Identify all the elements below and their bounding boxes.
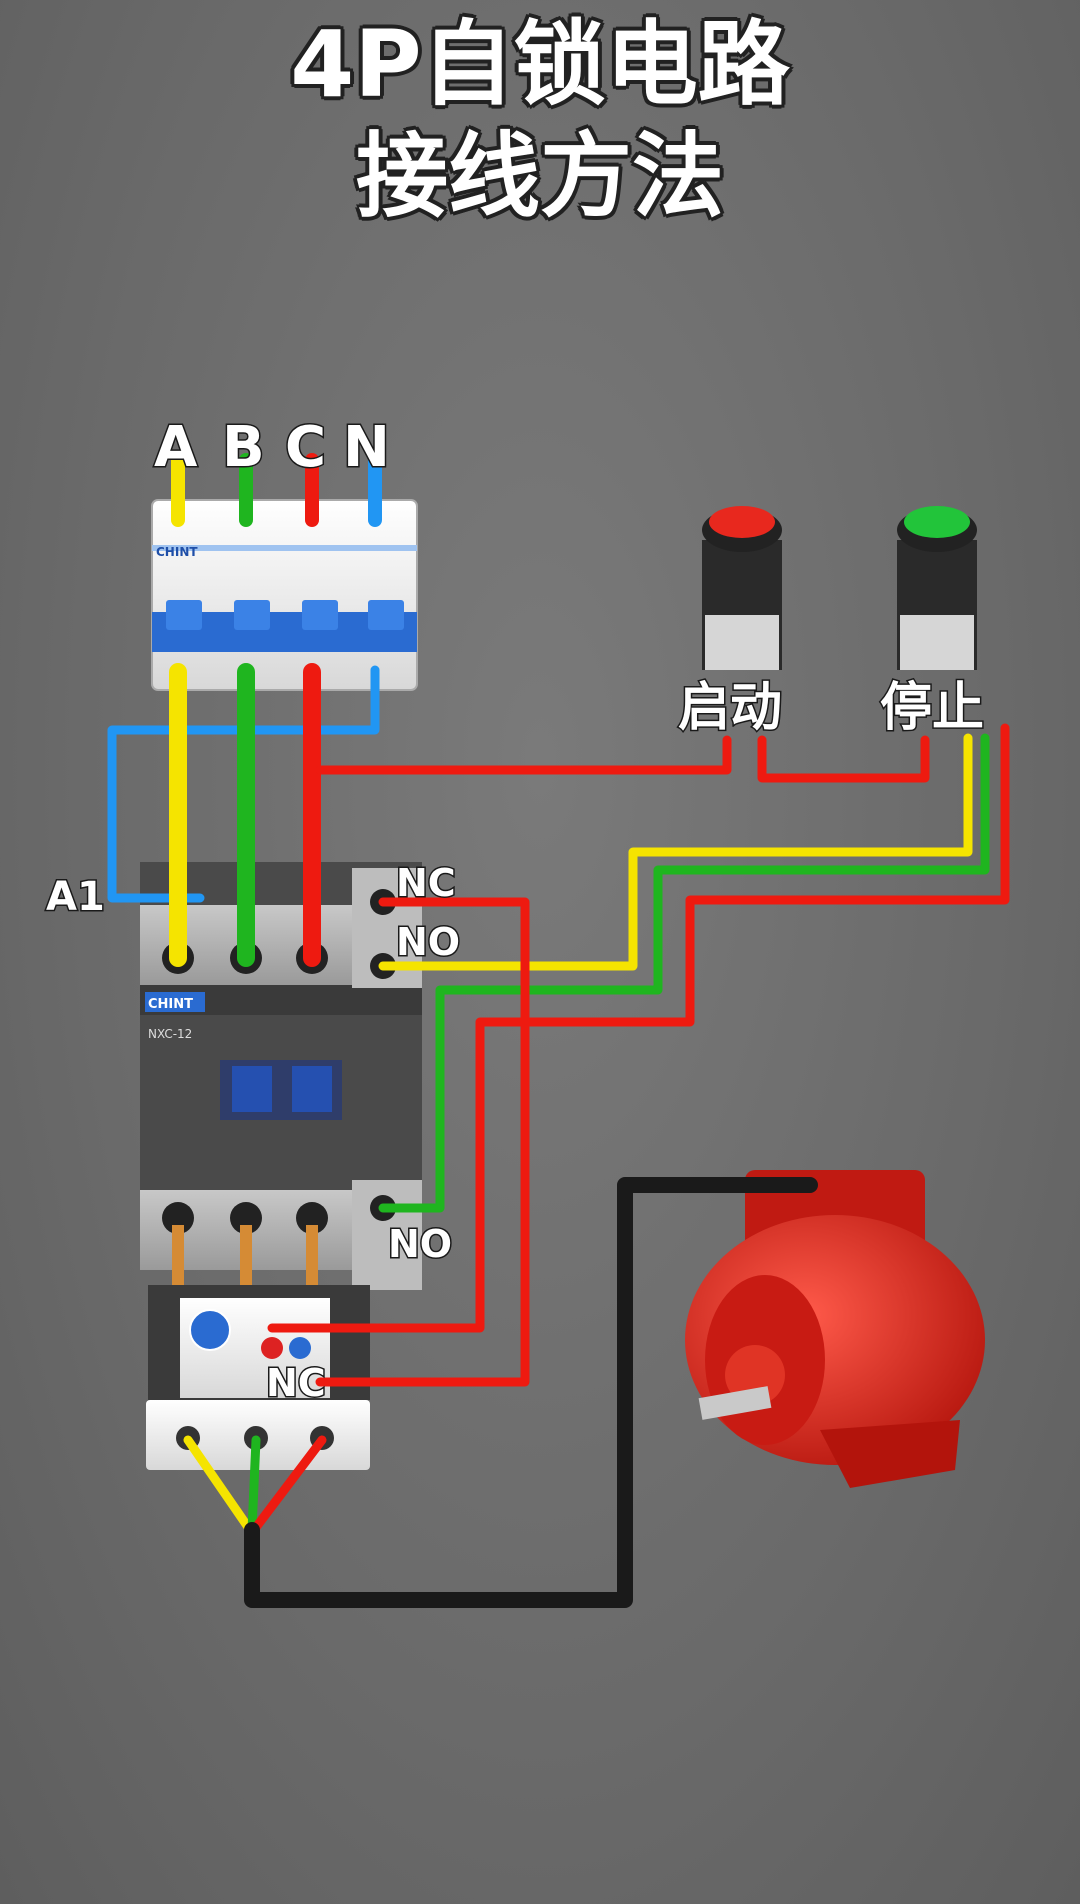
wire-relay-out-c: [249, 1435, 327, 1535]
motor-foot: [820, 1420, 960, 1488]
wire-no-bottom: [378, 733, 990, 1213]
breaker-body: [151, 499, 418, 691]
circuit-breaker: CHINT: [151, 499, 418, 691]
contactor-indicator-2: [292, 1066, 332, 1112]
motor: [685, 1170, 985, 1488]
wire-stop-relay-nc: [267, 723, 1010, 1333]
wire-c-start: [315, 735, 732, 775]
contactor-indicator-1: [232, 1066, 272, 1112]
relay-test-button: [261, 1337, 283, 1359]
breaker-label-strip: [152, 545, 417, 551]
label-neutral: N: [343, 415, 390, 480]
wire-relay-out-b: [247, 1435, 261, 1535]
label-contactor-nc: NC: [396, 861, 456, 905]
stop-button-contact-block: [900, 615, 974, 670]
breaker-handle-4: [368, 600, 404, 630]
relay-reset-button: [289, 1337, 311, 1359]
stop-button-cap: [904, 506, 970, 538]
wire-nc-relay: [315, 897, 530, 1387]
label-a1: A1: [46, 874, 105, 920]
wire-start-stop: [757, 735, 930, 783]
terminal-2: [162, 1202, 194, 1234]
wire-neutral-a1: [107, 665, 380, 903]
label-phase-c: C: [285, 415, 326, 480]
wire-stop-no-top: [378, 733, 973, 971]
wire-relay-out-a: [183, 1435, 255, 1535]
copper-link-2: [240, 1225, 252, 1285]
contactor-model: NXC-12: [148, 1027, 192, 1041]
start-button-cap: [709, 506, 775, 538]
stop-pushbutton: [897, 506, 977, 670]
title-line-2: 接线方法: [355, 123, 724, 230]
label-contactor-no-bottom: NO: [388, 1222, 452, 1266]
motor-shaft: [698, 1386, 772, 1420]
label-phase-a: A: [154, 415, 198, 480]
label-relay-nc: NC: [266, 1361, 326, 1405]
start-button-contact-block: [705, 615, 779, 670]
label-stop: 停止: [880, 678, 984, 738]
wires: [107, 453, 1010, 1608]
relay-dial: [189, 1309, 231, 1351]
breaker-handle-3: [302, 600, 338, 630]
terminal-6: [296, 1202, 328, 1234]
contactor-brand: CHINT: [148, 997, 193, 1012]
terminal-4: [230, 1202, 262, 1234]
copper-link-1: [172, 1225, 184, 1285]
breaker-handle-1: [166, 600, 202, 630]
label-contactor-no-top: NO: [396, 920, 460, 964]
copper-link-3: [306, 1225, 318, 1285]
breaker-handle-2: [234, 600, 270, 630]
contactor-brand-badge: [145, 992, 205, 1012]
label-phase-b: B: [222, 415, 265, 480]
title-line-1: 4P自锁电路: [290, 11, 790, 118]
motor-hub: [725, 1345, 785, 1405]
start-pushbutton: [702, 506, 782, 670]
label-start: 启动: [678, 678, 782, 738]
breaker-brand: CHINT: [156, 545, 198, 559]
wire-motor-cable: [244, 1177, 818, 1608]
